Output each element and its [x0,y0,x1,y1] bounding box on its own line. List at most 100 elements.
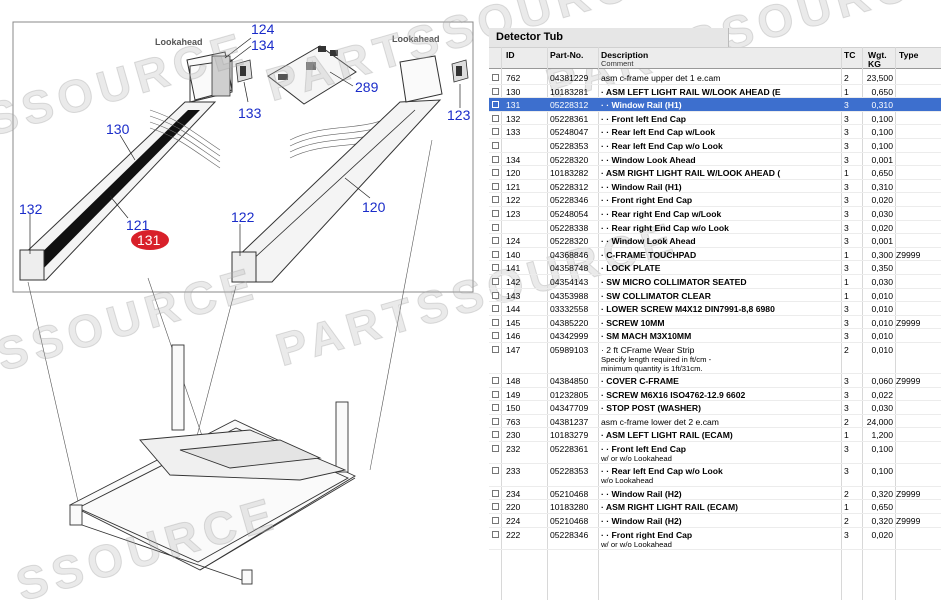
row-checkbox[interactable] [492,237,499,245]
row-checkbox[interactable] [492,318,499,326]
callout-289[interactable]: 289 [355,79,379,95]
row-checkbox[interactable] [492,196,499,204]
row-checkbox[interactable] [492,503,499,511]
row-checkbox[interactable] [492,417,499,425]
row-checkbox[interactable] [492,128,499,136]
callout-133[interactable]: 133 [238,105,262,121]
cell-description: · · Rear right End Cap w/o Look [601,222,729,233]
row-checkbox[interactable] [492,332,499,340]
callout-121[interactable]: 121 [126,217,150,233]
callout-134[interactable]: 134 [251,37,275,53]
cell-id: 233 [506,466,521,477]
cell-weight: 0,001 [871,236,893,247]
row-checkbox[interactable] [492,101,499,109]
row-checkbox[interactable] [492,155,499,163]
callout-131[interactable]: 131 [137,232,161,248]
cell-part-number: 04381237 [550,416,589,427]
cell-part-number: 04385220 [550,317,589,328]
callout-132[interactable]: 132 [19,201,43,217]
cell-tc: 3 [844,304,849,315]
rear-end-cap-133[interactable] [235,59,253,83]
right-light-rail[interactable] [231,55,443,283]
circuit-board[interactable] [267,45,357,105]
row-checkbox[interactable] [492,291,499,299]
row-checkbox[interactable] [492,223,499,231]
row-checkbox[interactable] [492,182,499,190]
row-checkbox[interactable] [492,377,499,385]
row-checkbox[interactable] [492,114,499,122]
row-checkbox[interactable] [492,467,499,475]
row-checkbox[interactable] [492,141,499,149]
cell-description: · · Front right End Cap [601,195,693,206]
left-light-rail[interactable] [19,51,233,281]
cell-tc: 1 [844,168,849,179]
cell-id: 142 [506,276,521,287]
row-checkbox[interactable] [492,250,499,258]
header-id[interactable]: ID [506,50,515,60]
row-checkbox[interactable] [492,489,499,497]
row-checkbox[interactable] [492,345,499,353]
callout-124[interactable]: 124 [251,21,275,37]
row-checkbox[interactable] [492,404,499,412]
header-type[interactable]: Type [899,50,919,60]
header-weight[interactable]: Wgt. [868,50,887,60]
cell-weight: 0,310 [871,100,893,111]
rear-end-cap-123[interactable] [451,59,469,83]
row-checkbox[interactable] [492,87,499,95]
cell-tc: 3 [844,100,849,111]
cell-part-number: 05228346 [550,195,589,206]
row-checkbox[interactable] [492,264,499,272]
row-checkbox[interactable] [492,530,499,538]
c-frame-assembly[interactable] [69,344,356,585]
callout-122[interactable]: 122 [231,209,255,225]
header-part-no[interactable]: Part-No. [550,50,584,60]
header-description[interactable]: Description [601,50,649,60]
row-checkbox[interactable] [492,277,499,285]
header-tc[interactable]: TC [844,50,856,60]
cell-description: · · Window Rail (H2) [601,488,682,499]
row-checkbox[interactable] [492,390,499,398]
row-checkbox[interactable] [492,169,499,177]
row-checkbox[interactable] [492,517,499,524]
callout-120[interactable]: 120 [362,199,386,215]
row-checkbox[interactable] [492,209,499,217]
callout-123[interactable]: 123 [447,107,471,123]
row-checkbox[interactable] [492,74,499,81]
row-checkbox[interactable] [492,445,499,453]
row-checkbox[interactable] [492,431,499,439]
callout-130[interactable]: 130 [106,121,130,137]
row-checkbox[interactable] [492,305,499,313]
